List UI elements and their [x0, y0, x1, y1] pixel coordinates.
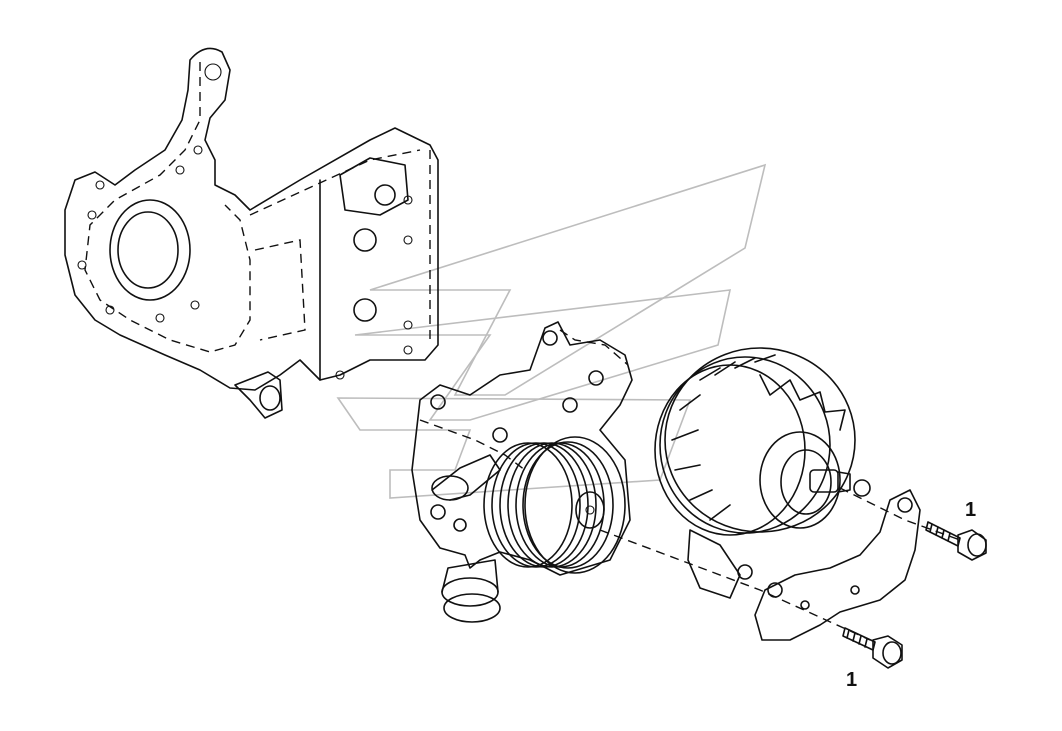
- assembly-centerline: [599, 529, 871, 641]
- bolt-upper: [925, 521, 987, 561]
- callout-label-upper-bolt: 1: [965, 499, 977, 521]
- alternator-bracket: [754, 489, 921, 641]
- callout-label-lower-bolt: 1: [846, 669, 858, 691]
- assembly-centerline-2: [839, 487, 961, 541]
- water-pump: [411, 321, 633, 623]
- alternator: [654, 347, 871, 599]
- bolt-lower: [842, 627, 903, 669]
- front-cover-housing: [64, 47, 439, 419]
- watermark-logo: [336, 163, 767, 499]
